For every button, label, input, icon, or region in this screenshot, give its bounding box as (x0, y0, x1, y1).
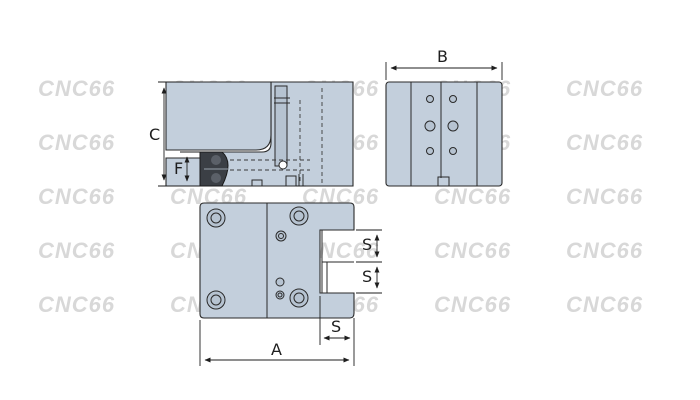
watermark-text: CNC66 (38, 292, 115, 317)
dimension-b: B (385, 47, 503, 80)
watermark-text: CNC66 (566, 238, 643, 263)
dimension-a: A (199, 320, 355, 366)
watermark-text: CNC66 (434, 292, 511, 317)
watermark-text: CNC66 (434, 238, 511, 263)
watermark-text: CNC66 (566, 292, 643, 317)
front-view-holes (424, 95, 459, 155)
front-view-body (385, 81, 503, 187)
watermark-text: CNC66 (38, 76, 115, 101)
top-view (199, 202, 355, 319)
watermark-text: CNC66 (566, 184, 643, 209)
mounting-holes (206, 206, 309, 310)
dimension-s-bottom-label: S (331, 317, 341, 336)
front-view (385, 81, 503, 187)
dimension-s-horizontal: S (319, 296, 355, 345)
watermark-text: CNC66 (434, 184, 511, 209)
dimension-f-label: F (174, 159, 183, 178)
side-view (165, 81, 354, 187)
dimension-c-label: C (149, 125, 160, 144)
dimension-s-lower-label: S (362, 267, 372, 286)
watermark-text: CNC66 (566, 130, 643, 155)
top-view-body (199, 202, 355, 319)
dimension-a-label: A (271, 340, 282, 359)
watermark-text: CNC66 (38, 184, 115, 209)
dimension-f: F (174, 151, 200, 187)
dimension-s-vertical: S S (356, 229, 382, 294)
side-view-upper-left (165, 81, 272, 151)
watermark-text: CNC66 (566, 76, 643, 101)
dimension-s-upper-label: S (362, 235, 372, 254)
watermark-text: CNC66 (38, 238, 115, 263)
watermark-text: CNC66 (38, 130, 115, 155)
dimension-b-label: B (437, 47, 448, 66)
